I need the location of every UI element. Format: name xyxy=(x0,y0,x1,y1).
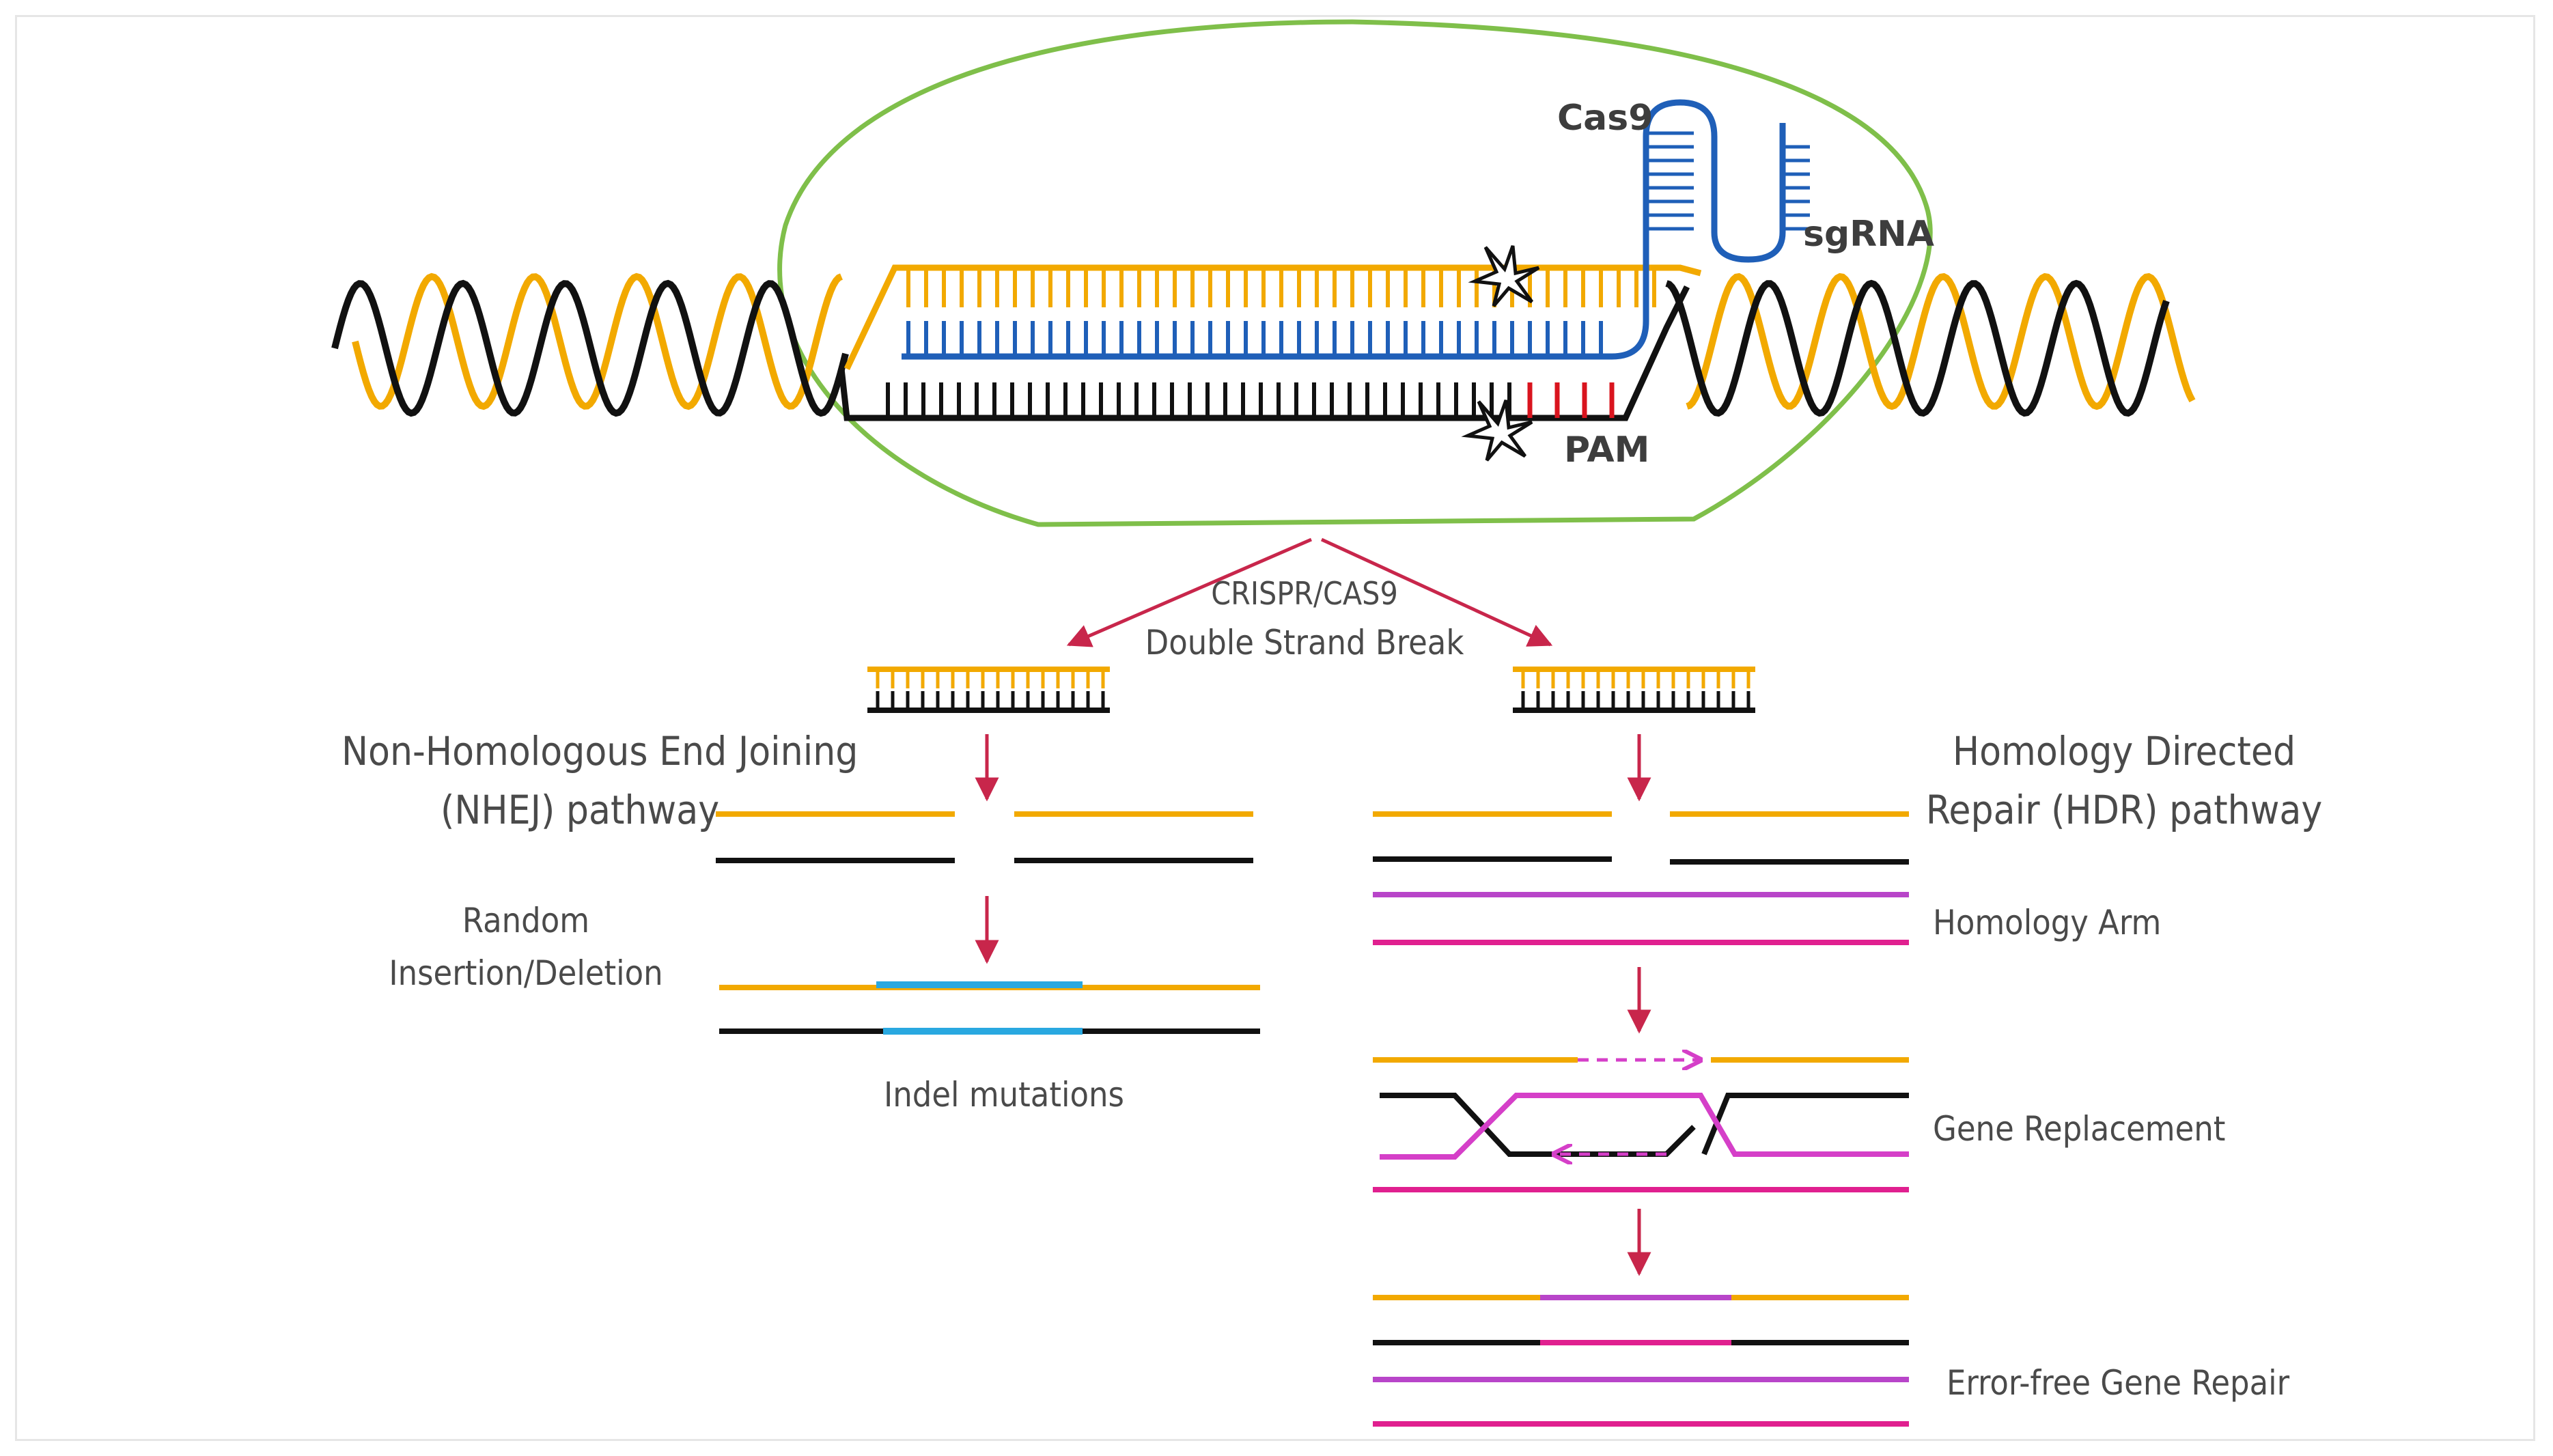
homology-arm-label: Homology Arm xyxy=(1933,903,2161,942)
unwound-dna-target xyxy=(838,99,1810,421)
dna-helix-left xyxy=(331,272,849,417)
random-label-line1: Random xyxy=(462,901,589,940)
top-strand-orange xyxy=(843,264,1702,370)
nhej-dna-fragment xyxy=(867,667,1110,713)
gene-replacement-crossover xyxy=(1373,1060,1909,1192)
hdr-title-line1: Homology Directed xyxy=(1953,728,2296,774)
arrow-to-hdr xyxy=(1320,537,1553,647)
sgrna-strand xyxy=(902,99,1786,360)
nhej-title-line1: Non-Homologous End Joining xyxy=(341,728,858,774)
dna-helix-right xyxy=(1665,272,2196,417)
arrow-to-nhej xyxy=(1066,537,1312,647)
sgrna-label: sgRNA xyxy=(1803,214,1934,255)
hdr-title-line2: Repair (HDR) pathway xyxy=(1926,787,2323,833)
indel-label: Indel mutations xyxy=(884,1075,1124,1115)
error-free-repaired-dna xyxy=(1373,1295,1909,1427)
dsb-label-line1: CRISPR/CAS9 xyxy=(1211,575,1398,612)
nhej-indel-dna xyxy=(719,981,1260,1035)
gene-replacement-label: Gene Replacement xyxy=(1933,1109,2225,1149)
nhej-broken-dna xyxy=(716,811,1253,863)
error-free-label: Error-free Gene Repair xyxy=(1947,1363,2290,1403)
hdr-dna-fragment xyxy=(1513,667,1755,713)
nhej-title-line2: (NHEJ) pathway xyxy=(441,787,719,833)
cas9-label: Cas9 xyxy=(1557,98,1653,139)
hdr-broken-dna xyxy=(1373,811,1909,865)
figure-frame xyxy=(15,15,2535,1441)
bottom-strand-black xyxy=(838,285,1690,421)
random-label-line2: Insertion/Deletion xyxy=(389,953,662,993)
cut-mark-top-icon xyxy=(1468,245,1540,307)
dsb-label-line2: Double Strand Break xyxy=(1145,623,1464,662)
homology-arm-donor xyxy=(1373,892,1909,945)
pam-label: PAM xyxy=(1564,430,1649,471)
cut-mark-bottom-icon xyxy=(1461,400,1533,462)
cas9-complex-outline xyxy=(777,19,1933,527)
